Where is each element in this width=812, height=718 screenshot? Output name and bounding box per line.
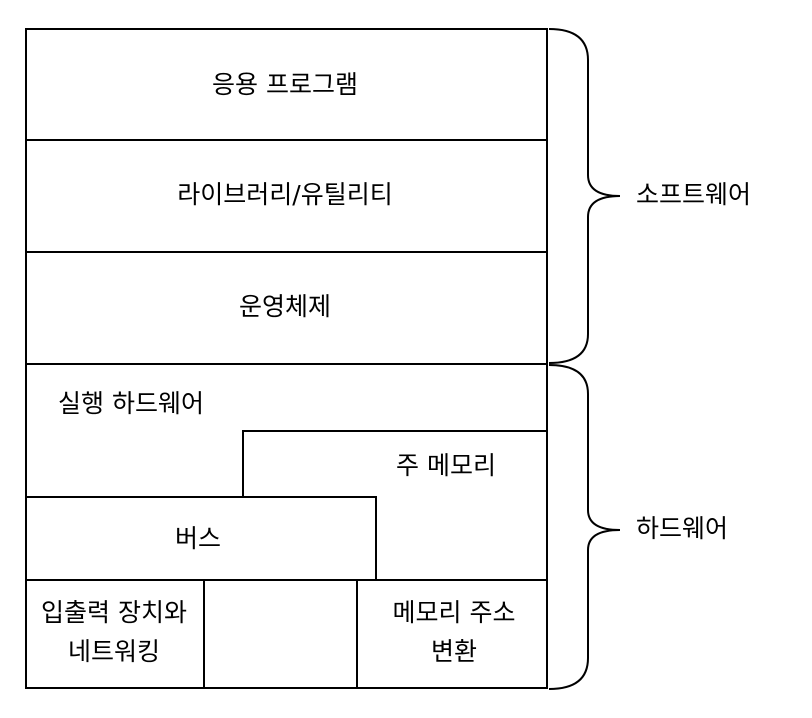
software-brace <box>548 28 621 364</box>
mmu-label-line2: 변환 <box>431 637 477 666</box>
bus-label: 버스 <box>175 524 221 553</box>
io-label-line1: 입출력 장치와 <box>41 598 187 627</box>
stack-outline <box>25 28 548 689</box>
libraries-label: 라이브러리/유틸리티 <box>177 180 392 209</box>
main-memory-box <box>242 430 547 497</box>
os-label: 운영체제 <box>239 292 331 321</box>
hardware-brace <box>548 364 621 690</box>
execution-hardware-label: 실행 하드웨어 <box>58 389 204 418</box>
mmu-label-line1: 메모리 주소 <box>393 598 516 627</box>
applications-label: 응용 프로그램 <box>212 70 358 99</box>
software-group-label: 소프트웨어 <box>636 180 751 209</box>
io-box <box>26 579 205 688</box>
io-label-line2: 네트워킹 <box>68 637 160 666</box>
mmu-box <box>356 579 547 688</box>
main-memory-label: 주 메모리 <box>396 451 496 480</box>
hardware-group-label: 하드웨어 <box>636 514 728 543</box>
